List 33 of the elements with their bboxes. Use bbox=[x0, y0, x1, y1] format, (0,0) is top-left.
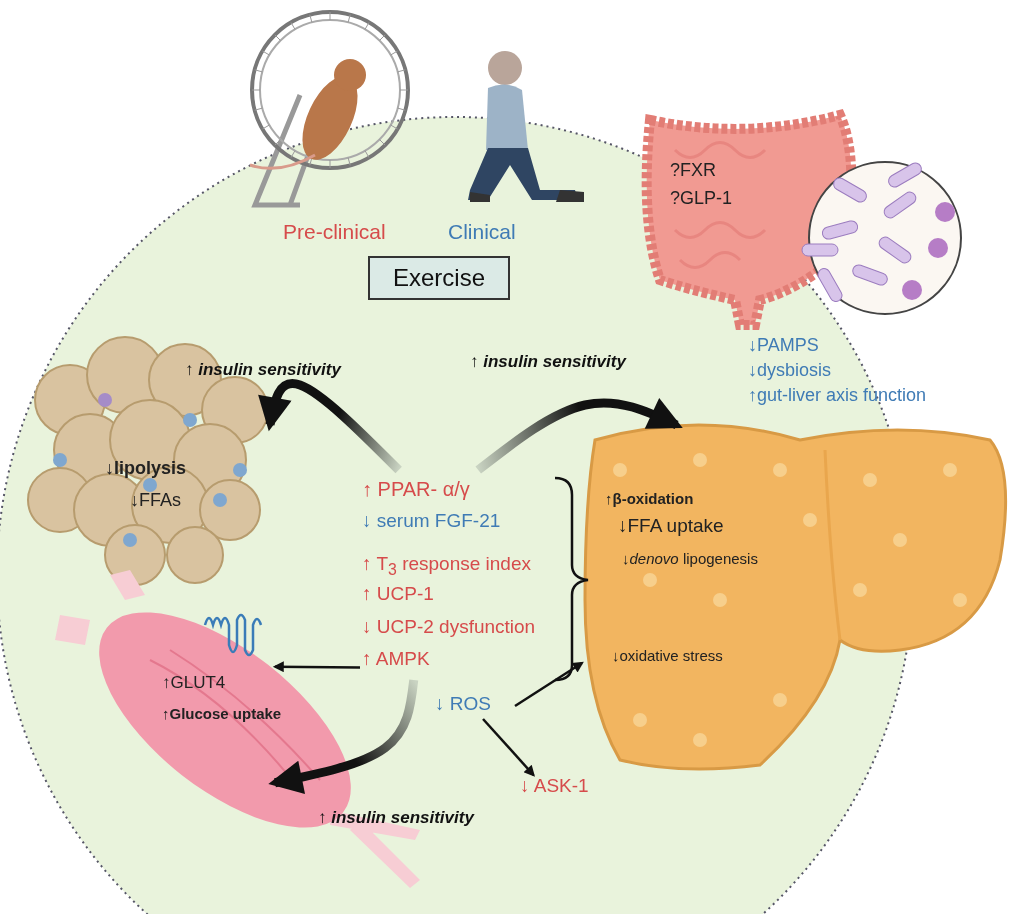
effect-label: ↓ serum FGF-21 bbox=[362, 510, 501, 532]
study-type-label: Clinical bbox=[448, 220, 516, 244]
study-type-label: Pre-clinical bbox=[283, 220, 386, 244]
effect-label: ↑ T$_{3}$ response index bbox=[362, 553, 531, 579]
effect-label: ↑gut-liver axis function bbox=[748, 385, 927, 406]
effect-label: ↓denovo lipogenesis bbox=[622, 550, 758, 568]
effect-label: ↑Glucose uptake bbox=[162, 705, 282, 723]
effect-label: ↓oxidative stress bbox=[612, 647, 723, 665]
marker-label: ↓ ROS bbox=[435, 693, 491, 715]
marker-label: ↓ ASK-1 bbox=[520, 775, 589, 797]
effect-label: ↓dysbiosis bbox=[748, 360, 832, 381]
edge-label: ↑ insulin sensitivity bbox=[185, 360, 341, 380]
exercise-box: Exercise bbox=[368, 256, 510, 300]
edge-label: ↑ insulin sensitivity bbox=[470, 352, 626, 372]
effect-label: ↓FFAs bbox=[130, 490, 181, 511]
effect-label: ↑ PPAR- α/γ bbox=[362, 478, 470, 501]
arrow bbox=[258, 379, 402, 474]
arrow bbox=[268, 679, 419, 794]
effect-label: ?FXR bbox=[670, 160, 716, 181]
effect-label: ↑GLUT4 bbox=[162, 673, 226, 693]
effect-label: ↑β-oxidation bbox=[605, 490, 694, 508]
effect-label: ↓PAMPS bbox=[748, 335, 819, 356]
arrow bbox=[482, 718, 535, 777]
effect-label: ↑ AMPK bbox=[362, 648, 430, 670]
effect-label: ?GLP-1 bbox=[670, 188, 733, 209]
effect-label: ↓lipolysis bbox=[105, 458, 187, 479]
arrow bbox=[475, 398, 683, 474]
edge-label: ↑ insulin sensitivity bbox=[318, 808, 474, 828]
arrow bbox=[514, 661, 584, 708]
arrow bbox=[272, 661, 360, 673]
effect-label: ↓ UCP-2 dysfunction bbox=[362, 616, 536, 638]
effect-label: ↓FFA uptake bbox=[618, 515, 724, 537]
effect-label: ↑ UCP-1 bbox=[362, 583, 434, 605]
